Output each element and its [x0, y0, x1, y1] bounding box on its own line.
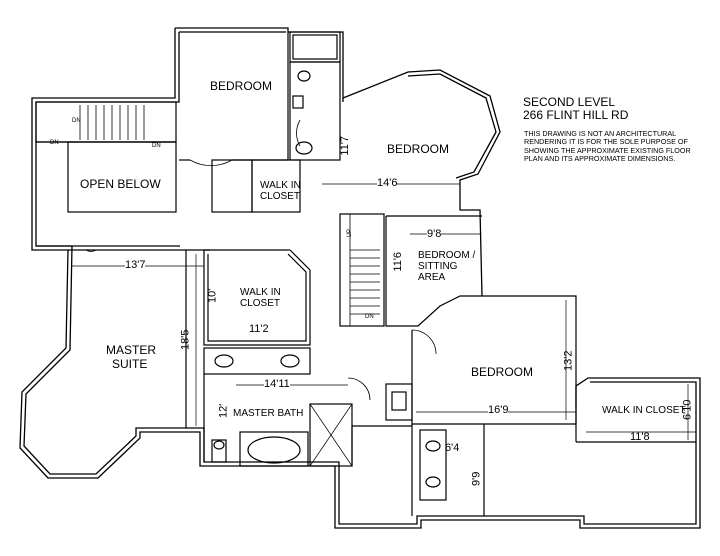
dimension-13-2: 13'2 — [562, 350, 575, 371]
room-label-bedroom-octagon: BEDROOM — [387, 142, 450, 156]
room-label-bedroom-right: BEDROOM — [471, 365, 534, 379]
stair-label-dn-4: DN — [365, 314, 374, 320]
room-label-bedroom-sitting-1: BEDROOM / — [418, 250, 476, 261]
dimension-11-6: 11'6 — [392, 251, 405, 272]
room-label-walk-in-closet-right: WALK IN CLOSET — [602, 405, 686, 416]
stair-label-dn-3: DN — [152, 143, 161, 149]
dimension-9-8: 9'8 — [427, 228, 442, 241]
room-label-open-below: OPEN BELOW — [80, 177, 161, 191]
dimension-11-7: 11'7 — [339, 135, 352, 156]
dimension-10: 10' — [206, 288, 219, 303]
stair-label-dn-2: DN — [50, 140, 59, 146]
room-label-bedroom-top: BEDROOM — [210, 79, 273, 93]
dimension-11-8: 11'8 — [630, 431, 650, 443]
dimension-14-6: 14'6 — [377, 177, 398, 190]
dimension-6-4: 6'4 — [445, 442, 460, 454]
dimension-6-10: 6'10 — [681, 399, 694, 420]
stair-label-dn-1: DN — [72, 118, 81, 124]
dimension-14-11: 14'11 — [264, 378, 290, 391]
dimension-13-7: 13'7 — [125, 259, 146, 272]
room-label-bedroom-sitting-3: AREA — [418, 272, 446, 283]
interior-walls — [35, 31, 696, 516]
room-label-master-closet-1: WALK IN — [240, 287, 281, 298]
title-block: SECOND LEVEL 266 FLINT HILL RD — [523, 95, 629, 123]
level-title: SECOND LEVEL — [523, 95, 616, 109]
dimension-12: 12' — [217, 403, 230, 418]
dimension-9-9: 9'9 — [470, 471, 483, 486]
room-label-master-suite-1: MASTER — [106, 343, 157, 357]
room-label-master-suite-2: SUITE — [112, 357, 148, 371]
room-label-walk-in-closet-small-1: WALK IN — [260, 180, 301, 191]
dimension-11-2: 11'2 — [249, 323, 269, 335]
room-label-master-closet-2: CLOSET — [240, 298, 281, 309]
room-label-bedroom-sitting-2: SITTING — [418, 261, 458, 272]
stair-label-up: UP — [347, 228, 354, 238]
dimension-18-5: 18'5 — [179, 329, 192, 350]
address: 266 FLINT HILL RD — [523, 108, 629, 123]
room-label-master-bath: MASTER BATH — [233, 408, 304, 419]
disclaimer-note: THIS DRAWING IS NOT AN ARCHITECTURAL REN… — [524, 129, 691, 164]
dimension-16-9: 16'9 — [488, 404, 509, 417]
room-label-walk-in-closet-small-2: CLOSET — [260, 191, 301, 202]
